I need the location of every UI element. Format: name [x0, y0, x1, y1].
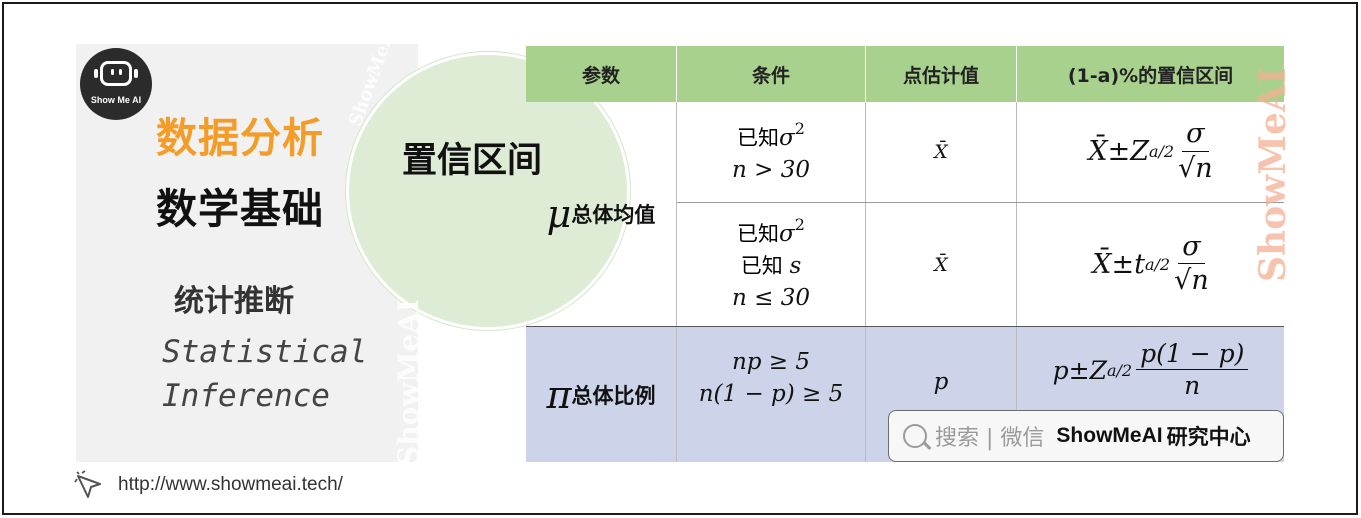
footer: http://www.showmeai.tech/: [74, 470, 343, 500]
title-data-analysis: 数据分析: [156, 114, 324, 162]
topic-title: 置信区间: [402, 141, 543, 181]
header-confidence-interval: (1-a)%的置信区间: [1017, 46, 1284, 102]
header-condition: 条件: [677, 46, 865, 102]
header-point-estimate: 点估计值: [866, 46, 1016, 102]
grid-line: [676, 102, 677, 462]
grid-line: [676, 46, 677, 102]
logo-ear-right-icon: [134, 69, 138, 78]
search-brand-cn: 研究中心: [1166, 425, 1251, 449]
watermark-vertical: ShowMeAI: [392, 299, 425, 466]
row2-condition: 已知σ2 已知 s n ≤ 30: [732, 215, 810, 311]
pi-label: 总体比例: [571, 383, 656, 408]
robot-face-icon: [100, 61, 132, 86]
title-math-basics: 数学基础: [156, 185, 324, 233]
grid-line: [865, 102, 866, 462]
pi-symbol: π: [546, 372, 572, 417]
search-icon: [903, 424, 927, 448]
header-param: 参数: [526, 46, 676, 102]
english-subtitle: Statistical Inference: [162, 330, 367, 418]
row1-condition: 已知σ2 n > 30: [732, 118, 810, 183]
website-link[interactable]: http://www.showmeai.tech/: [118, 474, 343, 495]
grid-line: [526, 326, 1284, 327]
logo-ear-left-icon: [94, 69, 98, 78]
grid-line: [1016, 102, 1017, 462]
mu-symbol: μ: [546, 192, 572, 236]
row3-condition: np ≥ 5 n(1 − p) ≥ 5: [677, 327, 865, 462]
english-line-2: Inference: [162, 378, 330, 414]
grid-line: [677, 202, 1284, 203]
search-brand: ShowMeAI: [1056, 424, 1163, 447]
subtitle-statistical-inference: 统计推断: [174, 284, 294, 319]
grid-line: [865, 46, 866, 102]
watermark-right: ShowMeAI: [1252, 67, 1294, 282]
showmeai-logo: Show Me AI: [80, 48, 152, 120]
mu-label: 总体均值: [571, 203, 656, 227]
wechat-search-box[interactable]: 搜索 | 微信 ShowMeAI 研究中心: [888, 410, 1284, 462]
row2-point-estimate: X̄: [934, 253, 948, 276]
logo-text: Show Me AI: [90, 95, 142, 105]
grid-line: [1016, 46, 1017, 102]
cursor-pointer-icon: [74, 470, 104, 500]
english-line-1: Statistical: [162, 334, 368, 370]
search-label: 搜索 | 微信: [935, 426, 1045, 451]
row1-point-estimate: X̄: [934, 141, 948, 163]
